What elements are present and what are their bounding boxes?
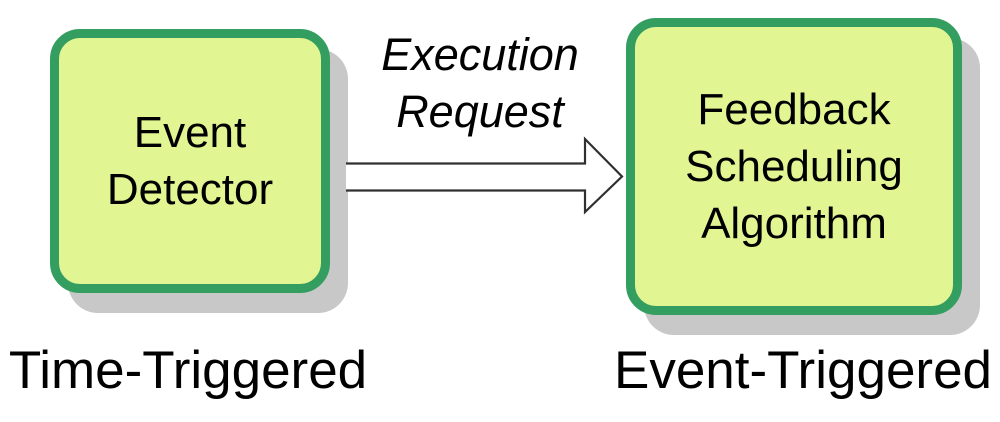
box-label-line: Event <box>133 108 247 157</box>
box-label-line: Algorithm <box>701 199 887 248</box>
feedback-scheduling-label: Feedback Scheduling Algorithm <box>685 81 903 252</box>
arrow-label-line: Request <box>396 86 564 137</box>
arrow-label-line: Execution <box>381 29 579 80</box>
right-arrow-shape <box>346 136 624 215</box>
event-detector-label: Event Detector <box>107 104 273 218</box>
event-detector-box: Event Detector <box>50 29 330 293</box>
box-label-line: Feedback <box>697 85 891 134</box>
feedback-scheduling-box: Feedback Scheduling Algorithm <box>626 18 962 315</box>
box-label-line: Scheduling <box>685 142 903 191</box>
time-triggered-caption: Time-Triggered <box>8 341 368 400</box>
box-label-line: Detector <box>106 165 274 214</box>
arrow-label: Execution Request <box>330 26 630 140</box>
event-triggered-caption: Event-Triggered <box>613 341 993 400</box>
